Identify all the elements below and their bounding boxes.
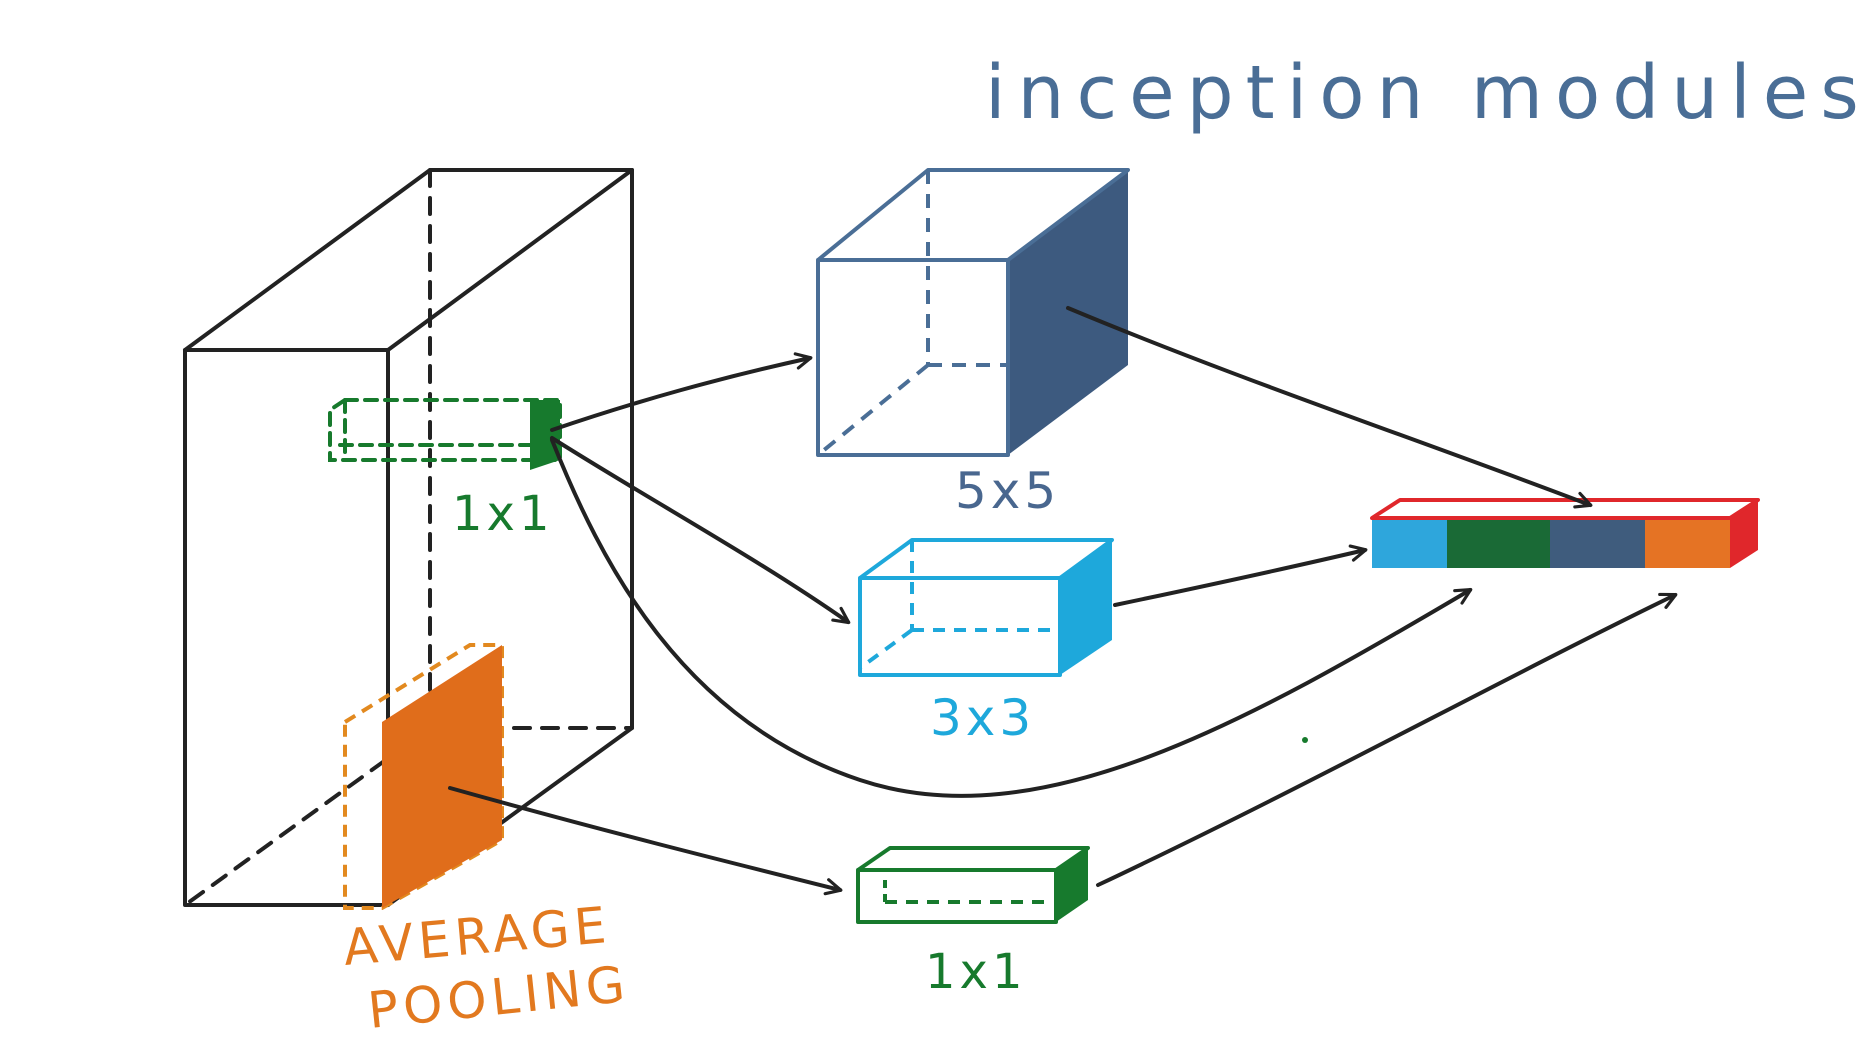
diagram-title: inception modules (985, 50, 1871, 136)
conv-5x5-label: 5x5 (955, 462, 1060, 520)
arrow-patch-to-concat-curve (550, 438, 1473, 798)
input-1x1-patch (328, 398, 562, 462)
conv-3x3-block (858, 538, 1114, 677)
conv-1x1-label: 1x1 (925, 944, 1026, 1000)
arrow-1x1-to-concat (1096, 592, 1678, 887)
input-1x1-label: 1x1 (452, 486, 553, 542)
flow-arrows (448, 306, 1678, 896)
conv-5x5-block (816, 168, 1130, 457)
arrow-5x5-to-concat (1066, 306, 1593, 509)
average-pooling-slab (343, 643, 504, 910)
arrow-3x3-to-concat (1113, 544, 1368, 607)
input-1x1-patch-face (530, 400, 560, 470)
conv-1x1-block (856, 846, 1090, 924)
arrow-pool-to-1x1 (448, 786, 843, 896)
arrow-patch-to-3x3 (550, 436, 851, 625)
stray-dot (1302, 737, 1308, 743)
arrow-patch-to-5x5 (550, 352, 813, 432)
conv-3x3-label: 3x3 (930, 689, 1035, 747)
concatenated-output (1370, 498, 1760, 568)
